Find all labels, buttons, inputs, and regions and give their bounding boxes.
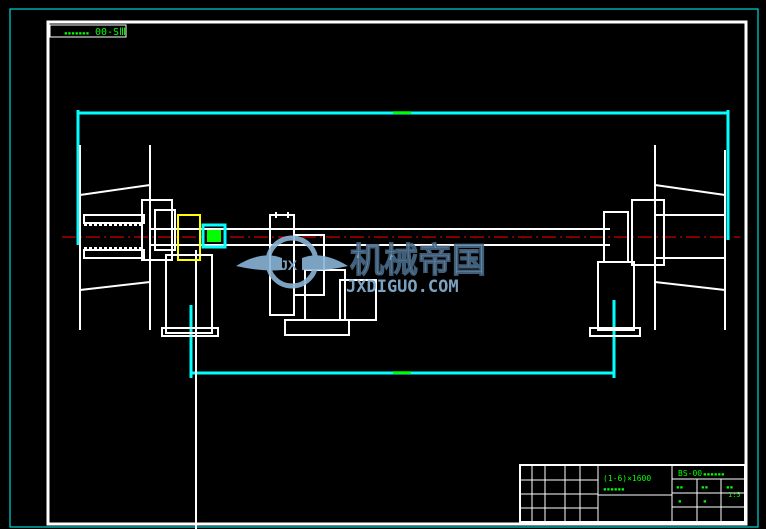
outer-frame <box>9 8 759 528</box>
title-block-cell: ▪▪ <box>676 484 683 491</box>
left-coupling <box>201 223 227 249</box>
watermark-logo: JX <box>280 257 298 273</box>
title-block-cell: ▪▪ <box>701 484 708 491</box>
title-block-cell: ▪▪ <box>726 484 733 491</box>
watermark-title: 机械帝国 <box>350 242 486 280</box>
title-block-cell: ▪ <box>703 498 707 505</box>
dimension-top <box>76 110 730 245</box>
title-block-drawing-no-suffix: ▪▪▪▪▪▪ <box>703 471 725 478</box>
title-block-scale: 1:5 <box>728 491 741 499</box>
code-box-prefix: ▪▪▪▪▪▪▪ <box>64 30 89 37</box>
code-box: ▪▪▪▪▪▪▪ 00-SⅢ <box>49 24 127 38</box>
right-reel <box>589 145 726 337</box>
dimension-bottom <box>189 300 616 378</box>
watermark: JX 机械帝国 JXDIGUO.COM <box>236 235 487 297</box>
title-block <box>519 464 746 523</box>
dimension-bottom-label: ▬▬ <box>393 366 411 376</box>
watermark-url: JXDIGUO.COM <box>346 277 459 297</box>
left-coupling-fill <box>207 230 221 242</box>
title-block-drawing-no: BS-00 <box>678 469 702 478</box>
title-block-spec: (1-6)×1600 <box>603 474 651 483</box>
dimension-top-label: ▬▬ <box>393 106 411 116</box>
inner-frame <box>46 20 748 526</box>
main-shaft <box>150 228 610 246</box>
code-box-text: 00-SⅢ <box>95 27 126 38</box>
left-reel <box>79 145 219 337</box>
title-block-cell: ▪ <box>678 498 682 505</box>
title-block-spec-sub: ▪▪▪▪▪▪ <box>603 486 625 493</box>
